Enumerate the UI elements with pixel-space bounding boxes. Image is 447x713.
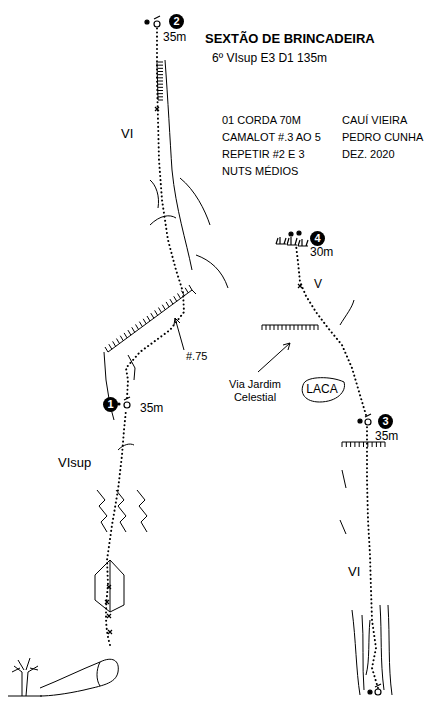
topo-label: V: [314, 278, 322, 292]
topo-label: 35m: [163, 31, 186, 45]
title: SEXTÃO DE BRINCADEIRA: [205, 32, 375, 47]
belay-symbols: [117, 16, 381, 695]
topo-label: #.75: [186, 350, 207, 363]
topo-label: VI: [121, 127, 133, 142]
topo-label: PEDRO CUNHA: [342, 131, 423, 144]
rock-flake: LACA: [298, 375, 346, 403]
topo-label: VI: [348, 565, 360, 580]
pitch-number: 1: [103, 397, 118, 412]
topo-label: CAUÍ VIEIRA: [342, 114, 407, 127]
route-line: [106, 28, 378, 688]
rock-features: [8, 60, 392, 696]
route-callout: Via Jardim Celestial: [214, 378, 296, 403]
topo-label: 35m: [140, 402, 163, 416]
topo-label: 35m: [375, 430, 398, 444]
topo-label: CAMALOT #.3 AO 5: [222, 131, 321, 144]
pitch-number: 2: [169, 14, 184, 29]
topo-label: 01 CORDA 70M: [222, 114, 301, 127]
topo-label: DEZ. 2020: [342, 148, 395, 161]
topo-label: REPETIR #2 E 3: [222, 148, 305, 161]
flake-label: LACA: [306, 382, 337, 396]
topo-label: NUTS MÉDIOS: [222, 165, 298, 178]
topo-label: 30m: [310, 246, 333, 260]
pitch-number: 4: [310, 231, 325, 246]
topo-label: 6º VIsup E3 D1 135m: [212, 52, 327, 66]
pitch-number: 3: [378, 414, 393, 429]
bolt-marks: [105, 107, 302, 634]
topo-label: VIsup: [58, 456, 91, 471]
